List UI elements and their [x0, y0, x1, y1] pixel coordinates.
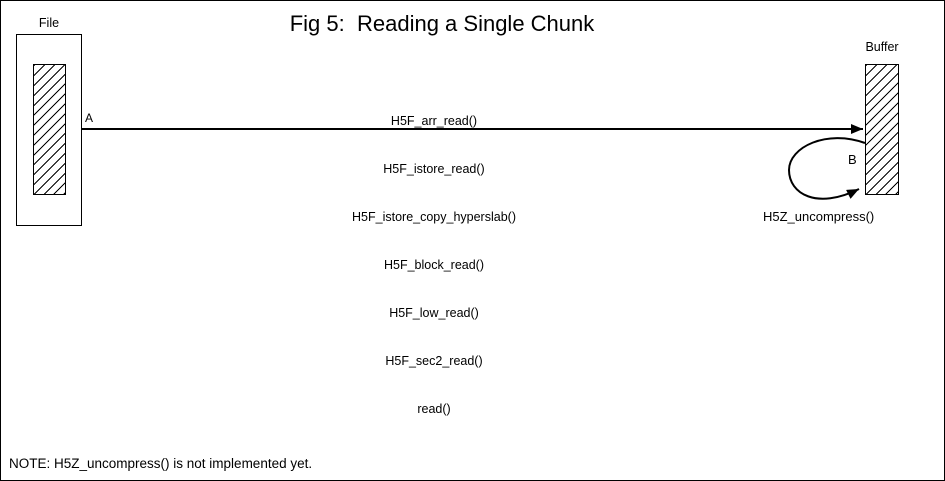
arrow-b-label: B [848, 152, 857, 167]
uncompress-caption: H5Z_uncompress() [763, 209, 875, 224]
uncompress-loop-arrow [787, 137, 866, 200]
buffer-box [865, 64, 899, 195]
footnote: NOTE: H5Z_uncompress() is not implemente… [9, 456, 313, 471]
file-label: File [38, 16, 60, 30]
arrow-a-label: A [85, 111, 94, 125]
call-stack-line: H5F_arr_read() [390, 114, 478, 128]
call-stack-line: H5F_block_read() [383, 258, 485, 272]
call-stack-line: H5F_istore_read() [383, 162, 485, 176]
figure-title: Fig 5: Reading a Single Chunk [289, 11, 595, 36]
file-box [16, 34, 82, 226]
call-stack: H5F_arr_read() H5F_istore_read() H5F_ist… [352, 81, 516, 449]
call-stack-line: H5F_istore_copy_hyperslab() [352, 210, 516, 224]
file-chunk-hatch [33, 64, 66, 195]
call-stack-line: H5F_low_read() [389, 306, 479, 320]
buffer-label: Buffer [865, 40, 899, 54]
call-stack-line: read() [417, 402, 451, 416]
call-stack-line: H5F_sec2_read() [385, 354, 483, 368]
